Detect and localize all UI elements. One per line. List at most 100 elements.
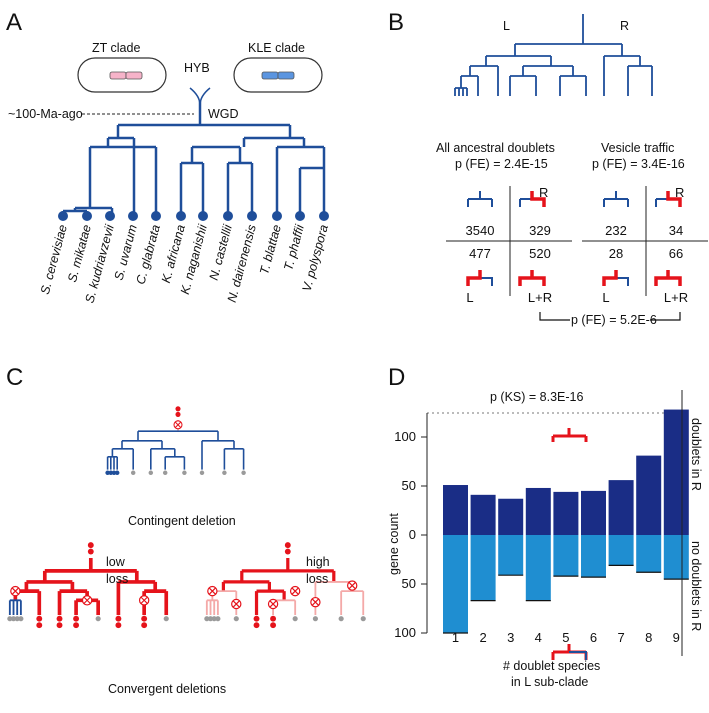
doublet-tip — [270, 615, 277, 622]
kle-chromosome — [261, 71, 279, 80]
bar-doublets-in-r — [636, 455, 662, 535]
doublet-tip — [56, 622, 63, 629]
tree-branch — [8, 599, 22, 616]
y-axis-label: gene count — [387, 513, 401, 575]
b-tree — [454, 14, 653, 96]
high-loss-tree — [204, 542, 366, 629]
ks-p-label: p (KS) = 8.3E-16 — [490, 390, 583, 404]
low-loss-label: loss — [106, 572, 128, 586]
doublet-tip — [270, 622, 277, 629]
bar-doublets-in-r — [608, 480, 634, 535]
bar-doublets-in-r — [525, 487, 551, 535]
glyph-doublet-r — [530, 191, 546, 207]
species-tip — [247, 211, 257, 221]
bar-no-doublets-in-r — [553, 535, 579, 577]
cell-label-lr: L+R — [664, 290, 688, 305]
x-axis-label-1: # doublet species — [503, 659, 600, 673]
count-r-only: 34 — [669, 223, 683, 238]
glyph-doublet-lr — [654, 270, 682, 286]
doublet-tip — [253, 622, 260, 629]
singleton-tip — [182, 470, 187, 476]
panel-d-label: D — [388, 364, 405, 391]
count-l-only: 477 — [469, 246, 491, 261]
x-tick-label: 1 — [452, 630, 459, 645]
root-doublet — [284, 548, 291, 555]
kle-clade-label: KLE clade — [248, 41, 305, 55]
bar-no-doublets-in-r — [636, 535, 662, 573]
y-tick-label: 100 — [394, 625, 416, 640]
y-tick-label: 50 — [402, 576, 416, 591]
bar-no-doublets-in-r — [581, 535, 606, 578]
species-tip — [82, 211, 92, 221]
b-left-label: L — [503, 19, 510, 33]
doublet-tip — [115, 615, 122, 622]
right-label-bottom: no doublets in R — [689, 541, 703, 631]
count-no-doublet: 232 — [605, 223, 627, 238]
hyb-label: HYB — [184, 61, 210, 75]
b-right-label: R — [620, 19, 629, 33]
x-tick-label: 7 — [617, 630, 624, 645]
cell-label-l: L — [466, 290, 473, 305]
count-l-and-r: 66 — [669, 246, 683, 261]
high-label: high — [306, 555, 330, 569]
zt-chromosome — [109, 71, 127, 80]
yeast-phylogeny — [61, 123, 326, 215]
species-label: T. phaffii — [281, 222, 307, 272]
singleton-tip — [10, 616, 17, 622]
cell-label-r: R — [675, 185, 684, 200]
bar-no-doublets-in-r — [663, 535, 689, 580]
glyph-no-doublet — [467, 191, 493, 207]
x-tick-label: 6 — [590, 630, 597, 645]
glyph-doublet-l — [602, 270, 618, 286]
root-doublet — [87, 548, 94, 555]
tree-branch — [106, 456, 119, 470]
low-label: low — [106, 555, 126, 569]
b-bottom-p: p (FE) = 5.2E-6 — [571, 313, 657, 327]
age-label: ~100-Ma-ago — [8, 107, 83, 121]
species-tip — [295, 211, 305, 221]
contingent-caption: Contingent deletion — [128, 514, 236, 528]
species-tip — [128, 211, 138, 221]
bar-no-doublets-in-r — [498, 535, 524, 576]
bar-doublets-in-r — [498, 498, 524, 535]
all-doublets-title: All ancestral doublets — [436, 141, 555, 155]
x-tick-label: 2 — [479, 630, 486, 645]
glyph-no-doublet — [603, 191, 629, 207]
panel-a-label: A — [6, 9, 22, 36]
y-tick-label: 50 — [402, 478, 416, 493]
bar-no-doublets-in-r — [525, 535, 551, 601]
y-tick-label: 100 — [394, 429, 416, 444]
x-tick-label: 9 — [673, 630, 680, 645]
bar-doublets-in-r — [663, 409, 689, 535]
bar-no-doublets-in-r — [608, 535, 634, 566]
species-tip — [151, 211, 161, 221]
count-l-and-r: 520 — [529, 246, 551, 261]
bar-no-doublets-in-r — [443, 535, 468, 633]
singleton-tip — [114, 470, 120, 476]
doublet-tip — [73, 615, 80, 622]
x-tick-label: 5 — [562, 630, 569, 645]
doublet-tip — [115, 622, 122, 629]
y-ticks: 100 50 0 50 100 — [394, 429, 427, 640]
cell-label-r: R — [539, 185, 548, 200]
doublet-tip — [253, 615, 260, 622]
convergent-caption: Convergent deletions — [108, 682, 226, 696]
x-axis-label-2: in L sub-clade — [511, 675, 588, 689]
y-tick-label: 0 — [409, 527, 416, 542]
doublet-tip — [36, 622, 43, 629]
singleton-tip — [222, 470, 227, 476]
singleton-tip — [215, 616, 221, 622]
singleton-tip — [211, 616, 217, 622]
panel-b: L R All ancestral doublets p (FE) = 2.4E… — [436, 14, 708, 327]
root-doublet — [284, 542, 291, 549]
species-tip — [319, 211, 329, 221]
count-l-only: 28 — [609, 246, 623, 261]
species-tip — [176, 211, 186, 221]
singleton-tip — [111, 470, 117, 476]
singleton-tip — [7, 616, 13, 622]
